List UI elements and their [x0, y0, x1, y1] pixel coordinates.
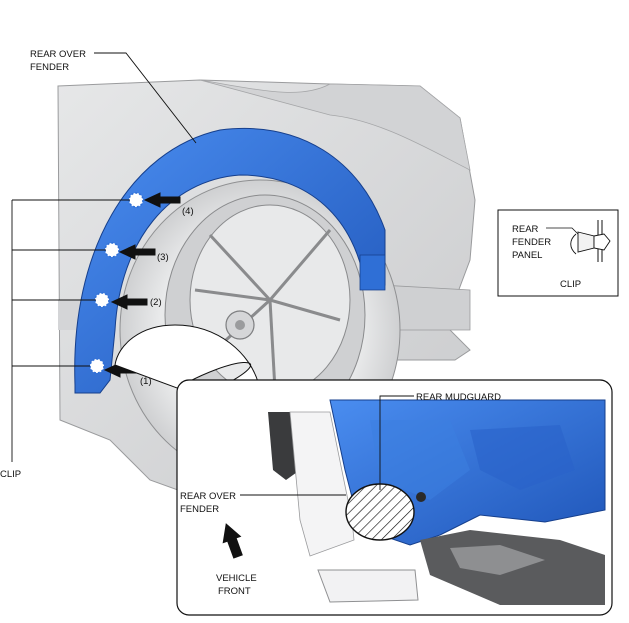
rear-mudguard-label: REAR MUDGUARD: [416, 392, 501, 403]
rear-over-fender-part: [74, 128, 386, 394]
vehicle-front-label-1: VEHICLE: [216, 573, 257, 584]
clip-inset: REAR FENDER PANEL CLIP: [497, 209, 619, 297]
clip-marker-2: [94, 292, 110, 308]
callout-2-label: (2): [150, 297, 162, 308]
callout-4-label: (4): [182, 206, 194, 217]
arrow-2: [110, 294, 148, 310]
rear-over-fender-leader: [94, 52, 197, 144]
mudguard-hatch-area: [345, 483, 415, 541]
clip-bracket: [11, 199, 130, 462]
clip-marker-4: [128, 192, 144, 208]
callout-1-label: (1): [140, 376, 152, 387]
inset-rear-label-2: FENDER: [512, 237, 551, 248]
detail-rear-over-label-2: FENDER: [180, 504, 219, 515]
clip-marker-3: [104, 242, 120, 258]
vehicle-front-label-2: FRONT: [218, 586, 251, 597]
rear-over-fender-label-line1: REAR OVER: [30, 49, 86, 60]
inset-clip-label: CLIP: [560, 279, 581, 290]
callout-3-label: (3): [157, 252, 169, 263]
inset-rear-label-3: PANEL: [512, 250, 542, 261]
vehicle-front-arrow: [222, 523, 243, 559]
inset-rear-label-1: REAR: [512, 224, 539, 235]
clip-label: CLIP: [0, 469, 21, 480]
clip-marker-1: [89, 358, 105, 374]
arrow-4: [143, 192, 181, 208]
rear-mudguard-leader: [379, 395, 414, 490]
detail-rear-over-label-1: REAR OVER: [180, 491, 236, 502]
arrow-3: [118, 244, 156, 260]
rear-over-fender-label-line2: FENDER: [30, 62, 69, 73]
detail-panel: REAR MUDGUARD REAR OVER FENDER VEHICLE F…: [114, 324, 613, 616]
